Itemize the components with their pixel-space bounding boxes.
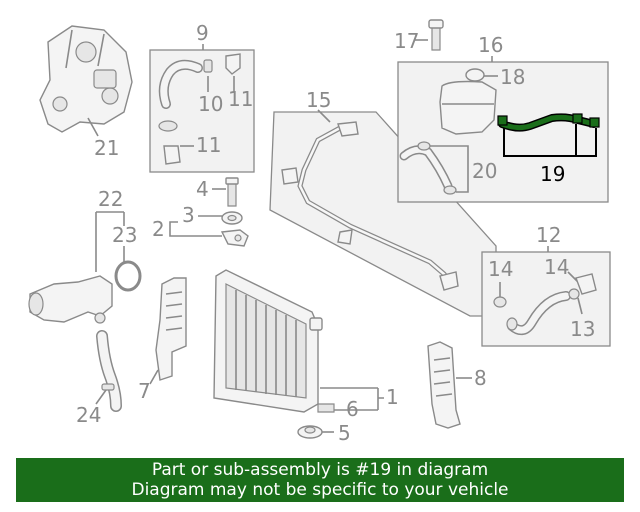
callout-2: 2 [152,217,165,241]
callout-13: 13 [570,317,595,341]
drain-plug-part-6 [317,403,335,413]
callout-14-left: 14 [488,257,513,281]
callout-1: 1 [386,385,399,409]
callout-5: 5 [338,421,351,445]
callout-18: 18 [500,65,525,89]
banner-line-2: Diagram may not be specific to your vehi… [131,480,509,500]
callout-4: 4 [196,177,209,201]
thermostat-housing-part-21 [39,25,133,133]
hose-clamp-14-right [575,273,597,295]
callout-3: 3 [182,203,195,227]
o-ring-part-23 [114,260,142,292]
hose-clamp-10 [203,59,213,73]
coolant-reservoir [439,80,497,135]
callout-23: 23 [112,223,137,247]
callout-12: 12 [536,223,561,247]
reservoir-cap [465,68,485,82]
banner-line-1: Part or sub-assembly is #19 in diagram [151,460,489,480]
hose-clamp-11-bottom [163,145,181,165]
callout-22: 22 [98,187,123,211]
callout-8: 8 [474,366,487,390]
callout-14-right: 14 [544,255,569,279]
callout-16: 16 [478,33,503,57]
hose-clamp-14-left [493,296,507,308]
clamp-small [158,120,178,132]
info-banner: Part or sub-assembly is #19 in diagram D… [16,458,624,502]
callout-6: 6 [346,397,359,421]
callout-10: 10 [198,92,223,116]
radiator-part-1 [213,269,323,413]
water-inlet-part-22 [29,275,113,323]
callout-15: 15 [306,88,331,112]
hose-clamp-11-top [225,53,241,75]
leader-19 [503,124,597,157]
callout-21: 21 [94,136,119,160]
callout-11-bottom: 11 [196,133,221,157]
callout-19: 19 [540,162,565,186]
callout-9: 9 [196,21,209,45]
leader-21 [87,117,99,137]
callout-20: 20 [472,159,497,183]
callout-17: 17 [394,29,419,53]
air-guard-part-8 [427,341,461,429]
bolt-part-17 [431,25,441,51]
callout-24: 24 [76,403,101,427]
callout-11-top: 11 [228,87,253,111]
callout-7: 7 [138,379,151,403]
